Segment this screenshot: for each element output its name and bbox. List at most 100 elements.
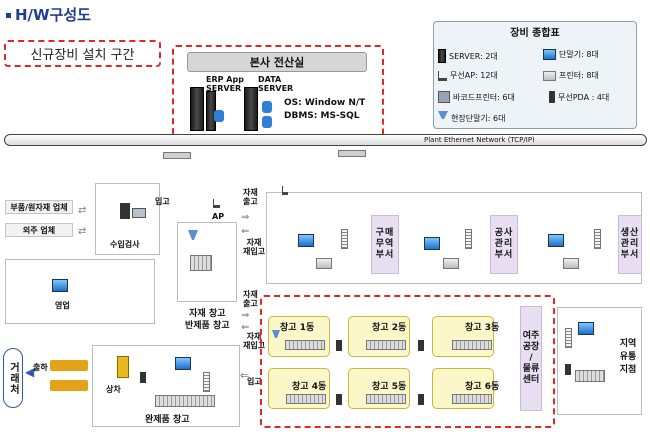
field-terminal-icon <box>438 111 448 125</box>
barcode-printer-icon-inspection <box>132 208 146 218</box>
pda-icon-logistics-3 <box>336 394 342 405</box>
dept3-rack-icon <box>594 229 601 249</box>
wh4-shelf-icon <box>286 394 326 404</box>
equipment-item-pda: 무선PDA : 4대 <box>549 91 609 103</box>
page-title-text: H/W구성도 <box>15 6 91 24</box>
data-db-icon-2 <box>262 116 272 128</box>
os-label: OS: Window N/T <box>284 98 366 108</box>
dept-production: 생산 관리 부서 <box>618 215 642 274</box>
departments-area <box>266 192 642 284</box>
equipment-item-terminal: 단말기: 8대 <box>543 49 599 60</box>
pda-icon-logistics-4 <box>418 394 424 405</box>
dept-construction: 공사 관리 부서 <box>490 215 518 274</box>
warehouse-5-label: 창고 5동 <box>372 382 407 392</box>
data-db-icon <box>262 101 272 113</box>
erp-server-icon <box>190 87 204 131</box>
finished-warehouse-label: 완제품 창고 <box>145 415 190 425</box>
dept3-terminal-icon <box>548 234 564 247</box>
pda-icon <box>549 91 555 103</box>
flow-arrow-icon-3: ⇒ <box>241 310 250 321</box>
wireless-ap-icon-dept <box>282 186 288 195</box>
equipment-summary-title: 장비 종합표 <box>510 28 560 39</box>
dept2-rack-icon <box>465 229 472 249</box>
dept-purchasing: 구매 무역 부서 <box>371 215 399 274</box>
outsource-box: 외주 업체 <box>5 223 73 237</box>
dept1-printer-icon <box>316 258 332 269</box>
wh3-shelf-icon <box>452 340 492 350</box>
ap-label: AP <box>212 212 225 221</box>
regional-terminal-icon <box>578 322 594 335</box>
supplier-arrow-icon: ⇄ <box>78 205 87 216</box>
warehouse-3 <box>432 316 494 357</box>
inbound-label-2: 입고 <box>247 377 262 386</box>
truck-icon <box>50 360 88 371</box>
material-return-label-1: 자재 재입고 <box>243 238 266 256</box>
sales-area <box>5 259 155 324</box>
wireless-ap-icon <box>438 70 447 81</box>
wh6-shelf-icon <box>452 394 492 404</box>
plant-ethernet-network <box>4 134 647 146</box>
wireless-ap-icon-material <box>213 199 220 208</box>
new-equipment-legend-label: 신규장비 설치 구간 <box>30 48 135 63</box>
finished-shelf-icon <box>155 395 215 407</box>
hq-server-room-title: 본사 전산실 <box>187 52 367 72</box>
dept1-rack-icon <box>341 229 348 249</box>
outsource-arrow-icon: ⇄ <box>78 226 87 237</box>
warehouse-2 <box>348 316 410 357</box>
warehouse-3-label: 창고 3동 <box>465 323 500 333</box>
flow-arrow-icon-4: ⇐ <box>241 322 250 333</box>
barcode-printer-icon-finished <box>203 372 210 392</box>
server-icon <box>438 49 446 63</box>
pda-icon-regional <box>565 364 571 375</box>
page-title: H/W구성도 <box>6 4 91 25</box>
pda-icon-finished <box>140 372 146 383</box>
wh5-shelf-icon <box>366 394 406 404</box>
network-switch-icon <box>163 152 191 159</box>
regional-branch-area <box>557 307 642 415</box>
finished-goods-warehouse-area <box>92 345 240 427</box>
material-out-label-1: 자재 출고 <box>243 188 258 206</box>
data-server-label: DATA SERVER <box>258 75 294 93</box>
dbms-label: DBMS: MS-SQL <box>284 111 360 121</box>
inspection-area <box>95 183 160 255</box>
loading-label: 상차 <box>106 385 121 394</box>
erp-db-icon <box>214 110 224 122</box>
material-shelf-icon <box>190 255 212 271</box>
network-switch-icon-2 <box>338 150 366 157</box>
regional-barcode-printer-icon <box>565 328 572 348</box>
printer-icon <box>543 70 556 81</box>
warehouse-6-label: 창고 6동 <box>465 382 500 392</box>
ship-label: 출하 <box>33 363 48 372</box>
flow-arrow-icon-5: ⇐ <box>240 369 250 382</box>
flow-arrow-icon-2: ⇐ <box>241 226 250 237</box>
warehouse-4-label: 창고 4동 <box>292 382 327 392</box>
forklift-icon <box>117 356 129 378</box>
equipment-summary-panel <box>433 21 637 129</box>
truck-icon-2 <box>50 380 88 391</box>
material-warehouse-label: 자재 창고 반제품 창고 <box>185 309 230 331</box>
material-out-label-2: 자재 출고 <box>243 290 258 308</box>
equipment-item-field-terminal: 현장단말기: 6대 <box>438 111 506 125</box>
equipment-item-barcode-printer: 바코드프린터: 6대 <box>438 91 515 103</box>
sales-label: 영업 <box>55 301 70 310</box>
pda-icon-logistics-1 <box>336 340 342 351</box>
barcode-scanner-icon <box>120 203 130 219</box>
dept1-terminal-icon <box>298 234 314 247</box>
barcode-printer-icon <box>438 91 450 103</box>
erp-server-label: ERP App SERVER <box>206 75 244 93</box>
wh1-shelf-icon <box>285 340 325 350</box>
customer-box: 거래처 <box>3 348 23 408</box>
regional-branch-label-box: 지역 유통 지점 <box>619 338 637 375</box>
inspection-label: 수입검사 <box>110 240 140 249</box>
ship-arrow-icon: ◀ <box>25 365 35 379</box>
bullet-icon <box>6 13 11 18</box>
pda-icon-logistics-2 <box>418 340 424 351</box>
equipment-item-printer: 프린터: 8대 <box>543 70 599 81</box>
new-equipment-legend: 신규장비 설치 구간 <box>4 40 161 67</box>
dept2-printer-icon <box>443 258 459 269</box>
flow-arrow-icon-1: ⇒ <box>241 212 250 223</box>
sales-terminal-icon <box>52 279 68 292</box>
regional-shelf-icon <box>575 370 605 382</box>
terminal-icon <box>543 49 556 60</box>
equipment-item-server: SERVER: 2대 <box>438 49 498 63</box>
